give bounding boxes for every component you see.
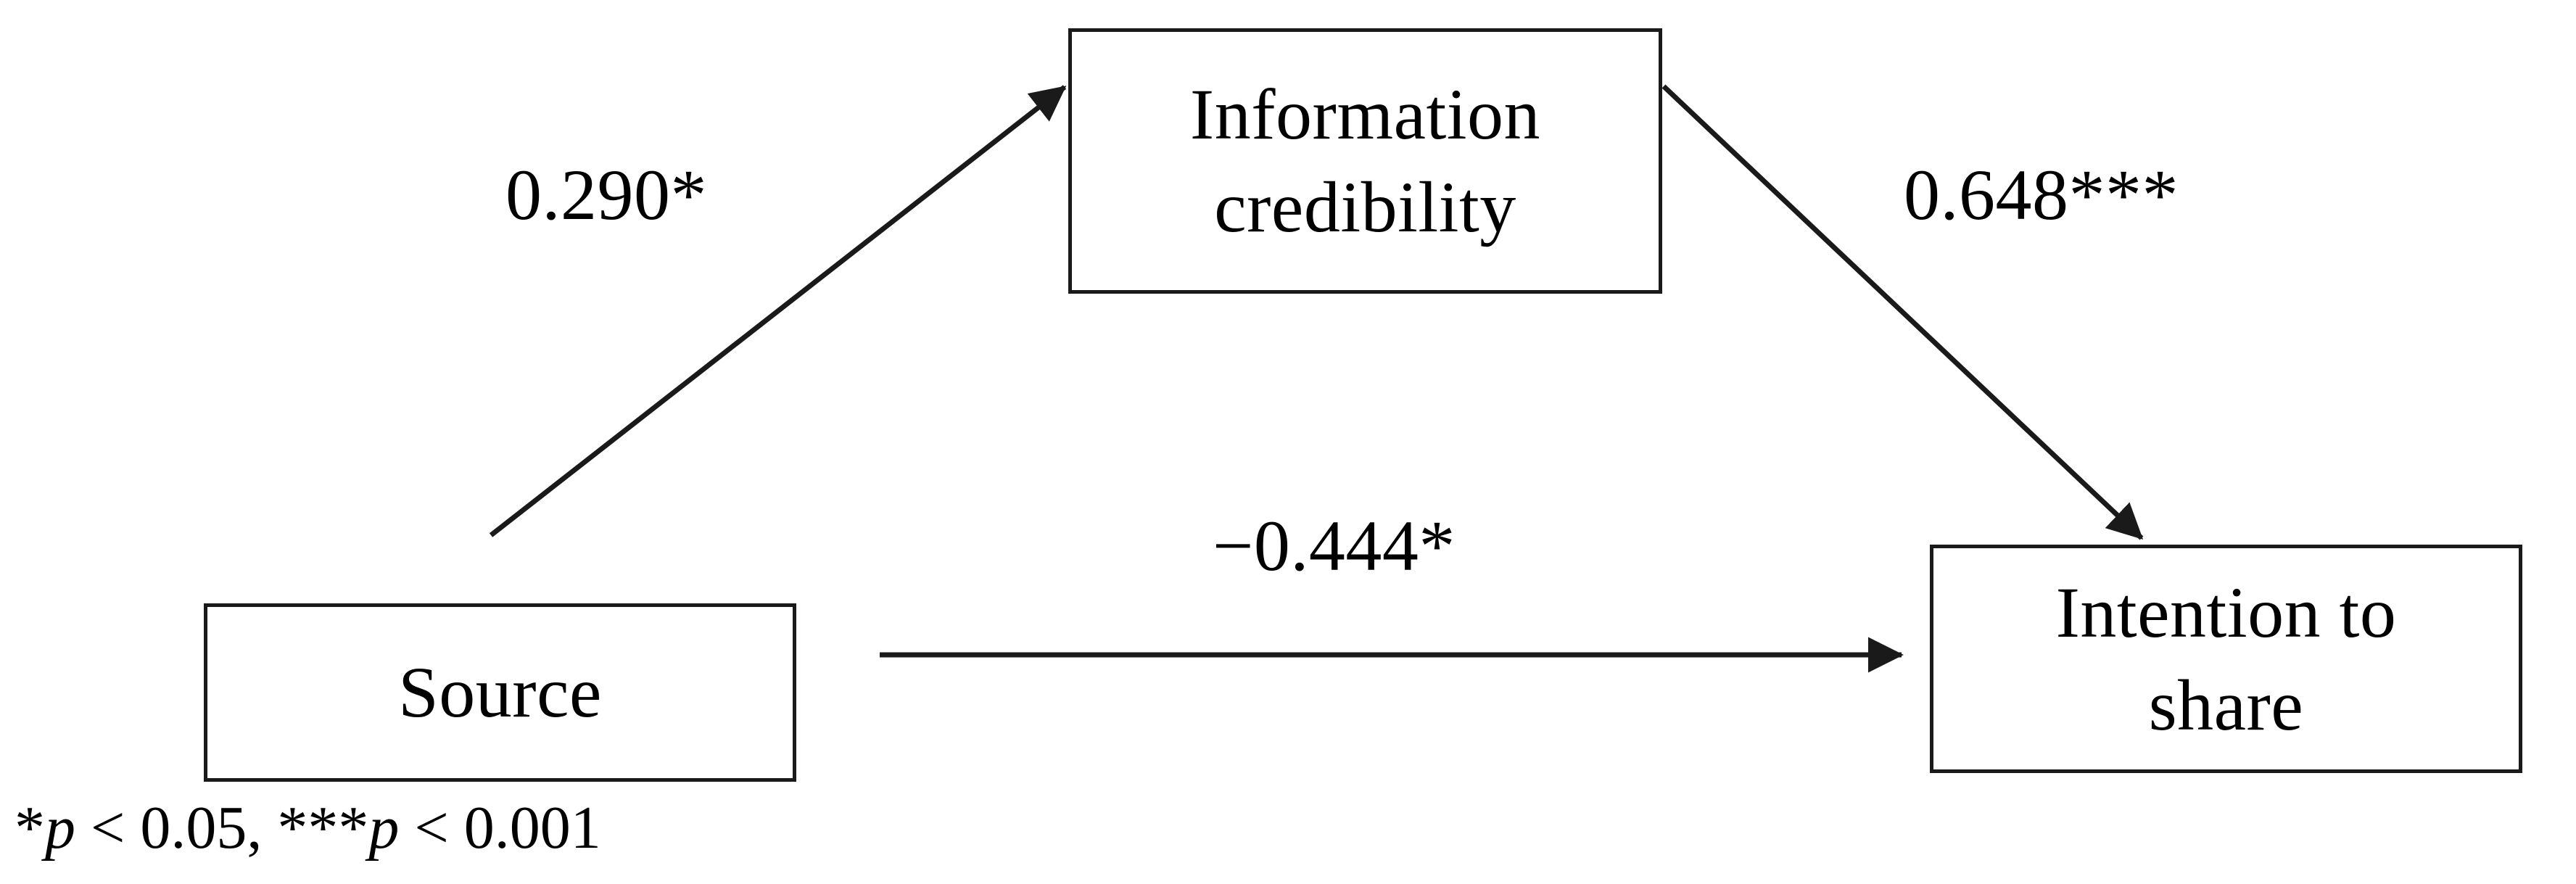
footnote-p-italic-1: p xyxy=(45,794,75,862)
footnote-text-2: < 0.001 xyxy=(399,794,601,862)
node-information-credibility[interactable]: Information credibility xyxy=(1068,28,1662,294)
footnote-star-triple: *** xyxy=(277,794,369,862)
path-coefficient-credibility-to-intention: 0.648*** xyxy=(1904,154,2179,235)
node-source[interactable]: Source xyxy=(204,603,796,782)
arrow-credibility-to-intention xyxy=(1661,84,2144,540)
node-intention-to-share[interactable]: Intention to share xyxy=(1930,545,2522,773)
node-information-credibility-label-line-1: Information xyxy=(1189,74,1541,154)
significance-footnote: *p < 0.05, ***p < 0.001 xyxy=(15,798,601,859)
node-information-credibility-label-line-2: credibility xyxy=(1214,167,1516,247)
footnote-text-1: < 0.05, xyxy=(75,794,278,862)
footnote-star-single: * xyxy=(15,794,45,862)
node-source-label-line-1: Source xyxy=(398,652,602,732)
path-coefficient-source-to-credibility: 0.290* xyxy=(505,154,707,235)
node-intention-to-share-label-line-1: Intention to xyxy=(2055,571,2397,653)
arrow-source-to-credibility xyxy=(489,85,1067,537)
node-intention-to-share-label-line-2: share xyxy=(2148,664,2304,745)
path-coefficient-source-to-intention: −0.444* xyxy=(1213,505,1456,586)
footnote-p-italic-2: p xyxy=(368,794,400,862)
